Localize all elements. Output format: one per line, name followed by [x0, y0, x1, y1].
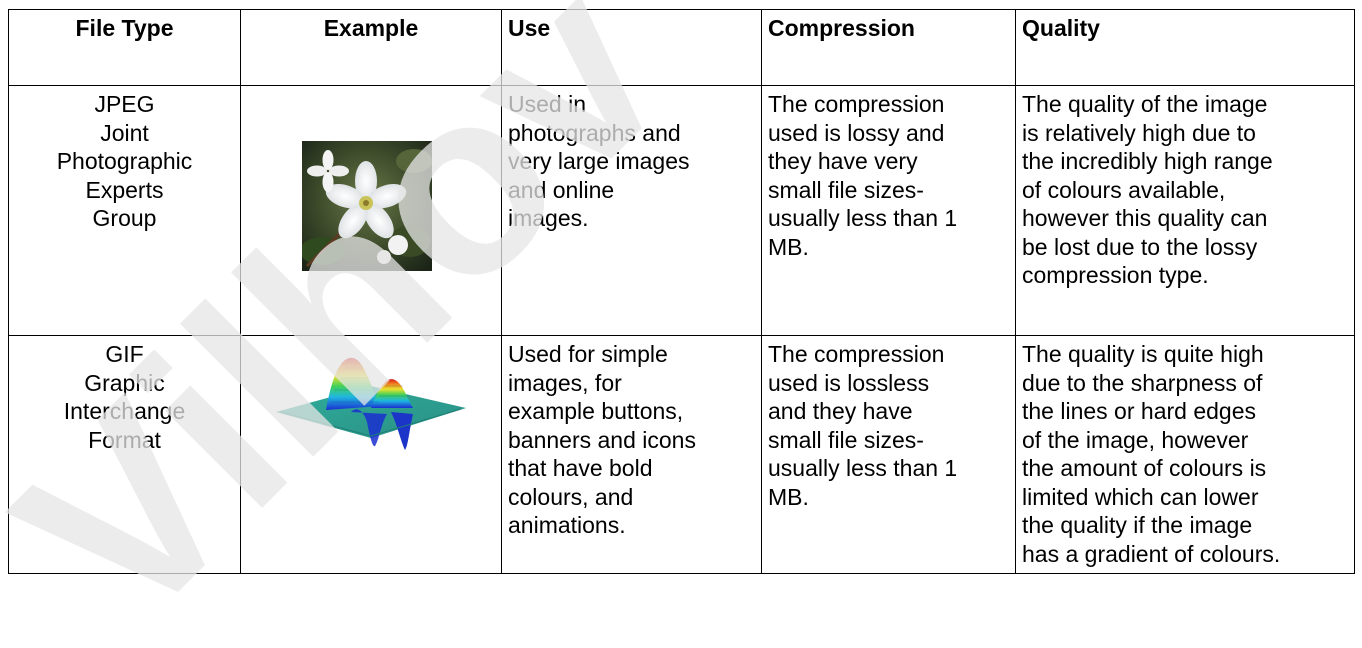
compression-text: The compression used is lossy and they h… [768, 91, 958, 260]
cell-quality: The quality is quite high due to the sha… [1015, 335, 1355, 574]
surface-plot-image [271, 350, 471, 472]
cell-file-type: GIF Graphic Interchange Format [8, 335, 241, 574]
use-text: Used for simple images, for example butt… [508, 341, 696, 538]
cell-compression: The compression used is lossless and the… [761, 335, 1016, 574]
header-example: Example [240, 9, 502, 86]
table-row-jpeg: JPEG Joint Photographic Experts Group [8, 85, 1355, 336]
cell-example [240, 335, 502, 574]
file-types-table: File Type Example Use Compression Qualit… [8, 9, 1355, 574]
quality-text: The quality is quite high due to the sha… [1022, 341, 1281, 567]
cell-use: Used for simple images, for example butt… [501, 335, 762, 574]
cell-compression: The compression used is lossy and they h… [761, 85, 1016, 336]
file-type-text: GIF Graphic Interchange Format [63, 341, 186, 453]
cell-file-type: JPEG Joint Photographic Experts Group [8, 85, 241, 336]
header-quality: Quality [1015, 9, 1355, 86]
cell-quality: The quality of the image is relatively h… [1015, 85, 1355, 336]
surface-plot-icon [276, 357, 466, 450]
header-compression: Compression [761, 9, 1016, 86]
quality-text: The quality of the image is relatively h… [1022, 91, 1273, 288]
cell-example [240, 85, 502, 336]
header-file-type: File Type [8, 9, 241, 86]
file-type-text: JPEG Joint Photographic Experts Group [56, 91, 193, 231]
header-use: Use [501, 9, 762, 86]
compression-text: The compression used is lossless and the… [768, 341, 958, 510]
table-header-row: File Type Example Use Compression Qualit… [8, 9, 1355, 86]
use-text: Used in photographs and very large image… [508, 91, 690, 231]
flower-photo-icon [300, 141, 432, 271]
table-row-gif: GIF Graphic Interchange Format [8, 335, 1355, 574]
flower-photo-image [300, 141, 432, 278]
cell-use: Used in photographs and very large image… [501, 85, 762, 336]
